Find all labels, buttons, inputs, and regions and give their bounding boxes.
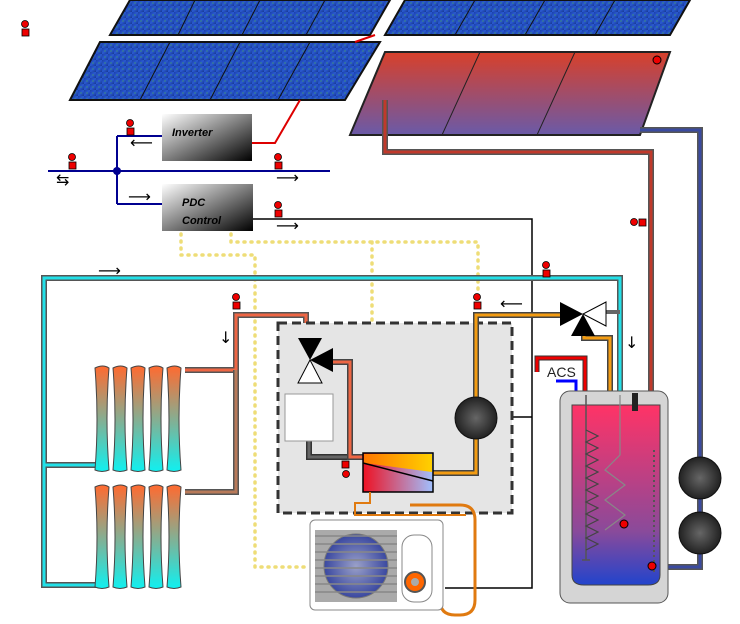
heat-pump-outdoor-unit [309, 519, 444, 611]
expansion-vessel [284, 393, 334, 442]
arrow-right-icon: ⟶ [276, 168, 299, 187]
arrow-down-icon: ↓ [625, 333, 638, 352]
hot-water-storage-tank [559, 390, 669, 604]
radiator-upper [94, 365, 182, 472]
flow-arrows: ⟵ ⇆ ⟶ ⟶ ⟶ ⟶ ↓ ⟵ ↓ [56, 133, 638, 352]
arrow-down-icon: ↓ [219, 328, 232, 347]
acs-label: ACS [547, 364, 576, 380]
pv-dc-wire [252, 34, 376, 144]
inverter-label: Inverter [172, 127, 213, 139]
arrow-right-icon: ⟶ [98, 261, 121, 280]
signal-lines [179, 232, 480, 569]
temperature-sensor [652, 55, 662, 65]
heat-exchanger [362, 452, 434, 493]
heat-pump-pipe [433, 313, 560, 475]
three-way-valve-indoor [297, 338, 333, 384]
heat-pump-indoor-unit [276, 312, 560, 516]
solar-pump-lower [678, 511, 722, 555]
radiator-lower [94, 484, 182, 589]
control-wire [253, 218, 533, 589]
arrow-left-icon: ⟵ [500, 294, 523, 313]
photovoltaic-panels [68, 0, 692, 101]
inverter-box: Inverter [162, 114, 252, 161]
sensors [21, 20, 647, 478]
electric-bus [48, 135, 330, 205]
arrow-right-icon: ⟶ [276, 216, 299, 235]
circulation-pump [454, 396, 498, 440]
control-label: Control [182, 215, 222, 227]
pdc-label: PDC [182, 197, 206, 209]
refrigerant-line [410, 503, 477, 617]
solar-hot-pipe [383, 100, 653, 395]
arrow-right-icon: ⟶ [128, 187, 151, 206]
heating-loop [42, 276, 622, 587]
three-way-valve-tank [560, 301, 620, 395]
solar-return-pipe [640, 128, 702, 569]
solar-pump-upper [678, 456, 722, 500]
radiator-return-pipe [185, 370, 238, 494]
pdc-control-box: PDC Control [162, 184, 253, 231]
solar-thermal-collector [348, 51, 672, 136]
arrow-bidirectional-icon: ⇆ [56, 170, 69, 189]
hot-water-outlet [535, 356, 587, 395]
arrow-left-icon: ⟵ [130, 133, 153, 152]
